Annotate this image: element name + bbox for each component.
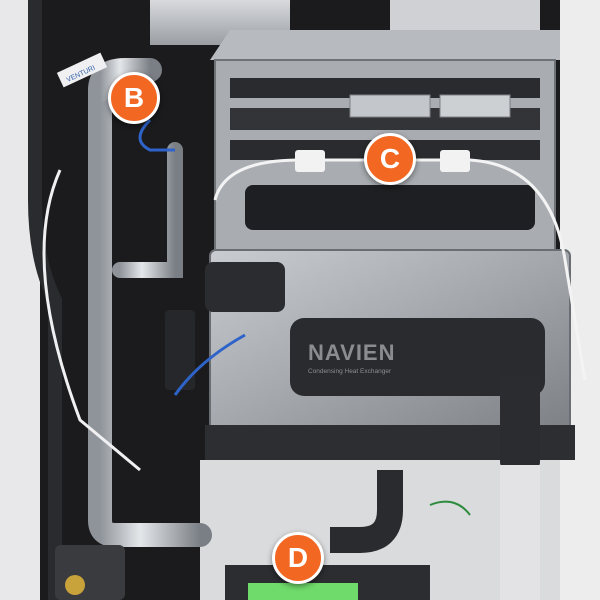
sensor-plate <box>349 94 431 118</box>
condensate-outlet <box>500 375 540 470</box>
fin-row-1 <box>230 78 540 98</box>
display-screen <box>248 583 358 600</box>
marker-c: C <box>364 133 416 185</box>
top-right-bracket <box>390 0 540 30</box>
black-valve <box>165 310 195 390</box>
sensor-connector <box>439 94 511 118</box>
wire-clip-1 <box>295 150 325 172</box>
gas-valve <box>55 545 125 600</box>
heat-exchanger-caption: Condensing Heat Exchanger <box>308 368 392 375</box>
brand-logo: NAVIEN <box>308 340 396 365</box>
venturi-tag <box>56 52 108 88</box>
valve-knob <box>65 575 85 595</box>
secondary-pipe <box>112 142 183 278</box>
drain-hose <box>330 470 403 553</box>
corrugated-conduit <box>28 0 62 600</box>
marker-b: B <box>108 72 160 124</box>
gas-pipe-bend <box>88 58 162 102</box>
marker-d: D <box>272 532 324 584</box>
black-connector <box>205 262 285 312</box>
white-sensor-wire <box>213 158 587 381</box>
wire-clip-2 <box>440 150 470 172</box>
white-wire-left <box>42 169 141 472</box>
fin-row-4 <box>245 185 535 230</box>
gas-pipe <box>88 78 212 547</box>
heat-exchanger-top <box>210 30 560 60</box>
green-ground-wire <box>429 500 471 516</box>
white-hose <box>500 465 540 600</box>
blue-wire <box>138 118 175 152</box>
blue-wire-2 <box>173 333 246 396</box>
logo-panel <box>290 318 545 396</box>
